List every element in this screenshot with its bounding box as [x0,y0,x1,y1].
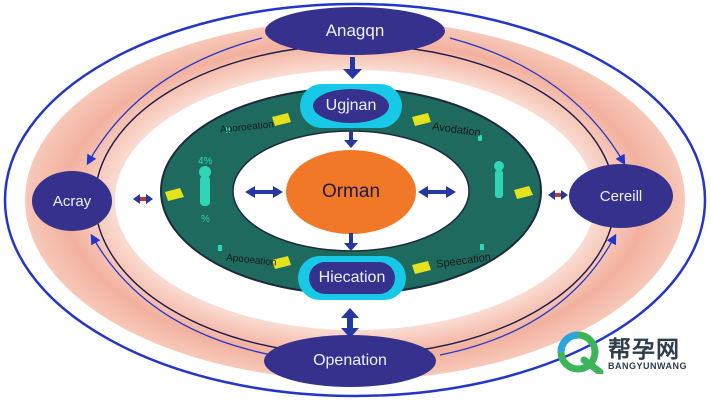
center-node-shape [286,150,416,234]
top-node-label: Anagqn [325,21,385,40]
right-node-shape [569,164,673,228]
watermark-logo-icon [557,331,604,376]
arc-arrow-top-left [86,37,263,166]
arrow-left-node [133,194,153,204]
arrow-center-left [245,186,283,198]
ring-icon-right-figure [494,161,504,198]
yellow-arrow-icons [165,113,533,274]
bottom-node-label: Openation [313,352,387,369]
arrow-right-node [548,190,568,200]
arrow-bottom-up [341,308,359,338]
watermark: 帮孕网 BANGYUNWANG [556,330,706,376]
arrow-center-down [344,233,358,251]
arrow-top-down [343,57,362,79]
inner-top-node-label: Ugjnan [325,97,377,114]
arc-arrow-bottom-right [439,233,617,356]
arrow-inner-top-down [344,130,358,148]
bottom-node-shape [264,335,436,387]
arc-arrow-top-right [449,37,626,166]
top-node-shape [265,7,445,55]
left-node-shape [32,171,112,231]
ring-icon-left-figure [199,166,211,206]
arc-arrow-bottom-left [90,233,273,356]
ring-mark-left: % [201,214,210,225]
right-node-label: Cereill [599,187,643,205]
green-arrow-icons [218,127,484,251]
arrow-center-right [418,186,456,198]
inner-bottom-node-label: Hiecation [318,269,386,286]
left-node-label: Acray [52,192,92,210]
watermark-title: 帮孕网 [608,337,680,363]
watermark-subtitle: BANGYUNWANG [608,361,687,371]
ring-mark-left-top: 4% [198,156,213,167]
center-node-label: Orman [321,181,381,202]
